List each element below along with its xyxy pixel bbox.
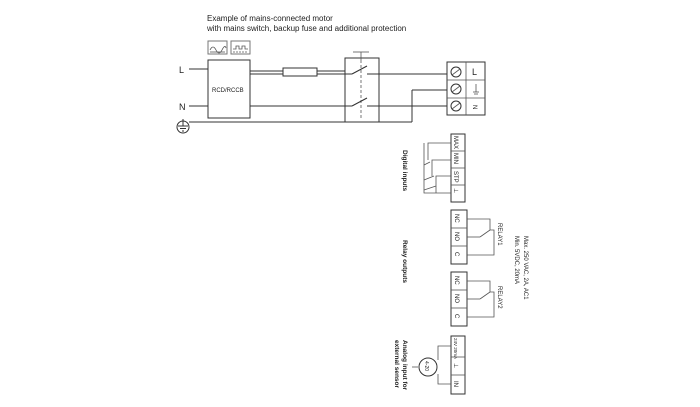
relay1-c: C [453, 252, 459, 257]
analog-input-title-1: Analog input for [401, 340, 408, 391]
analog-input-24v: 24V 20mA [453, 338, 458, 359]
ac-waveform-icon [207, 40, 228, 55]
rcd-label: RCD/RCCB [212, 88, 244, 94]
relay1-name: RELAY1 [496, 223, 502, 246]
relay2-no: NO [453, 294, 459, 303]
mains-neutral-label: N [179, 102, 186, 112]
sensor-symbol: 4-20 [423, 361, 429, 371]
caption-line-2: with mains switch, backup fuse and addit… [206, 24, 406, 33]
terminal-neutral-label: N [471, 105, 477, 109]
relay-rating-min: Min. 5VDC, 20mA [513, 236, 519, 284]
relay-rating-max: Max. 250 VAC, 2A, AC1 [522, 236, 528, 300]
mains-switch [344, 51, 380, 123]
digital-input-max: MAX [452, 136, 458, 149]
motor-terminal-block: L N [446, 61, 486, 116]
pulse-waveform-icon [230, 40, 251, 55]
terminal-line-label: L [472, 67, 477, 77]
relay-outputs-title: Relay outputs [401, 240, 408, 283]
relay1-nc: NC [453, 214, 459, 223]
relay2-nc: NC [453, 276, 459, 285]
relay1-no: NO [453, 232, 459, 241]
digital-input-stp: STP [452, 171, 458, 183]
relay2-name: RELAY2 [496, 286, 502, 309]
digital-input-contacts [423, 142, 451, 194]
analog-input-title-2: external sensor [393, 340, 400, 389]
terminal-earth-icon [473, 84, 479, 95]
relay1-block: NC NO C RELAY1 [450, 209, 502, 265]
analog-sensor-wiring [412, 345, 451, 385]
relay2-block: NC NO C RELAY2 [450, 271, 502, 327]
analog-input-block: 24V 20mA ⊥ IN [450, 335, 466, 395]
mains-line-label: L [179, 65, 184, 75]
backup-fuse [282, 67, 318, 77]
digital-input-ground: ⊥ [452, 188, 459, 193]
analog-input-in: IN [452, 381, 458, 387]
digital-inputs-block: MAX MIN STP ⊥ [450, 133, 466, 203]
sensor-icon: 4-20 [418, 357, 438, 377]
digital-input-min: MIN [452, 153, 458, 164]
digital-inputs-title: Digital inputs [401, 150, 408, 192]
relay2-c: C [453, 314, 459, 319]
earth-icon [176, 119, 190, 134]
rcd-rccb-box [207, 59, 251, 119]
analog-input-ground: ⊥ [452, 363, 459, 368]
caption-line-1: Example of mains-connected motor [207, 14, 333, 23]
